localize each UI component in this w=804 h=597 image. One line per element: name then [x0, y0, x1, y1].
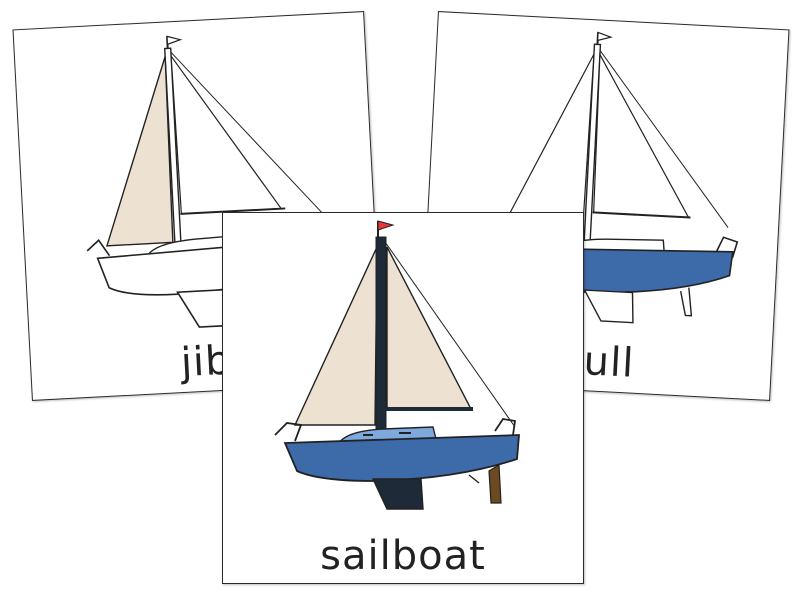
flag-icon — [377, 220, 395, 231]
mast — [375, 236, 387, 434]
card-label-sailboat: sailboat — [320, 533, 486, 579]
jib-sail — [293, 246, 378, 426]
card-sailboat[interactable]: sailboat — [222, 212, 584, 584]
sailboat-illustration — [274, 220, 520, 510]
card-hull[interactable]: hull — [418, 11, 790, 401]
rudder — [488, 463, 502, 504]
mainsail — [386, 246, 473, 410]
sailboat-hull-illustration — [505, 31, 739, 324]
keel — [371, 478, 424, 510]
hull — [283, 434, 520, 482]
